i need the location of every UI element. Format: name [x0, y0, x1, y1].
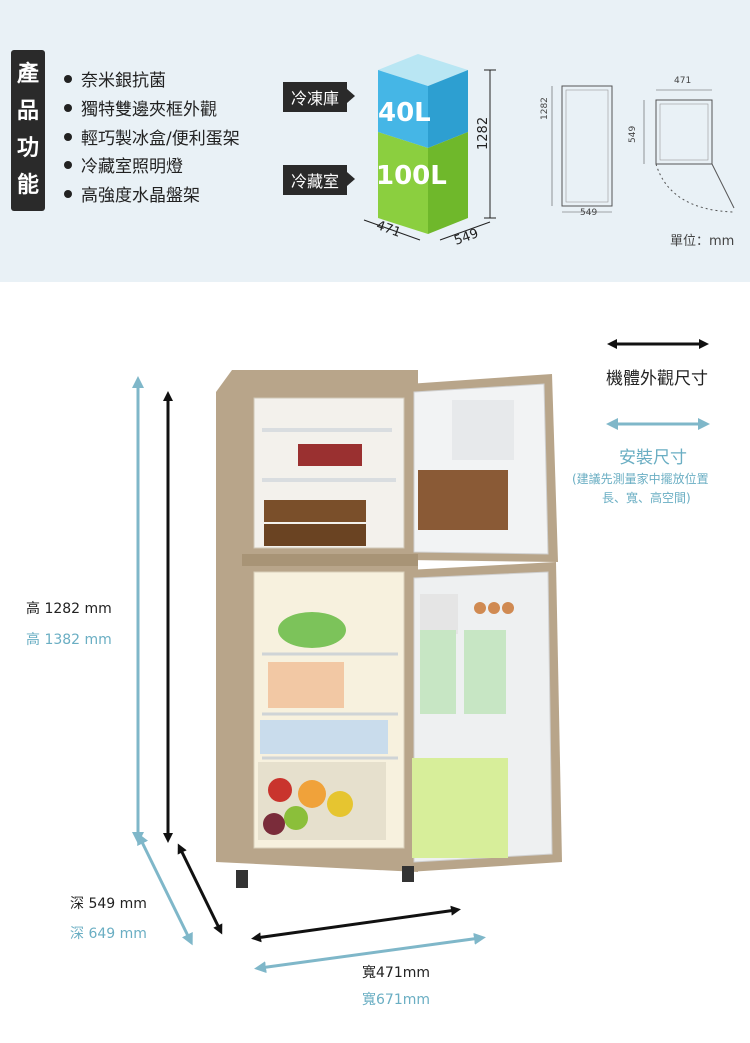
drink-box-icon [268, 662, 344, 708]
dimension-arrows [132, 339, 710, 974]
freezer-label: 冷凍庫 [283, 82, 356, 112]
depth-dim-line [439, 221, 491, 241]
freezer-capacity: 40L [378, 98, 431, 128]
depth-exterior-arrow [177, 843, 223, 935]
legend-install-note-2: 長、寬、高空間) [602, 491, 691, 505]
door-swing-arc [655, 163, 735, 213]
height-exterior-label: 高 1282 mm [26, 601, 112, 617]
drawing-height-label: 1282 [540, 97, 550, 120]
fridge-front-face [378, 132, 428, 234]
feature-item: 冷藏室照明燈 [64, 152, 183, 177]
feature-item: 高強度水晶盤架 [64, 181, 200, 206]
drawing-depth-side-label: 549 [628, 125, 638, 143]
fridge-label: 冷藏室 [283, 165, 356, 195]
width-exterior-label: 寬471mm [362, 965, 430, 981]
width-dim-line [363, 219, 421, 241]
product-features-tag: 產 品 功 能 [11, 50, 45, 211]
depth-exterior-label: 深 549 mm [70, 896, 147, 912]
fridge-side-face [428, 132, 468, 234]
drawing-depth-label: 549 [580, 208, 598, 218]
width-install-arrow [254, 932, 486, 974]
bullet-icon [64, 132, 72, 141]
feature-tag-char: 產 [16, 61, 39, 87]
drawing-width-label: 471 [674, 76, 692, 86]
freezer-front-face [378, 70, 428, 148]
technical-drawing [551, 85, 735, 213]
freezer-side-face [428, 70, 468, 148]
fridge-foot [402, 866, 414, 882]
legend-exterior-label: 機體外觀尺寸 [606, 369, 708, 389]
fridge-capacity: 100L [376, 161, 447, 191]
bullet-icon [64, 103, 72, 112]
refrigerator-illustration [216, 370, 562, 888]
salad-bowl-icon [278, 612, 346, 648]
width-install-label: 寬671mm [362, 992, 430, 1008]
block-top-face [378, 54, 468, 86]
water-bottle-icon [420, 630, 456, 714]
feature-item: 奈米銀抗菌 [64, 66, 166, 91]
feature-tag-char: 功 [16, 136, 39, 162]
water-bottles-icon [260, 720, 388, 754]
legend-install-label: 安裝尺寸 [619, 448, 687, 468]
feature-item: 獨特雙邊夾框外觀 [64, 95, 217, 120]
block-height-label: 1282 [476, 116, 491, 150]
feature-item: 輕巧製冰盒/便利蛋架 [64, 124, 240, 149]
side-view-outline [561, 85, 613, 207]
snack-box-icon [418, 470, 508, 530]
ice-cream-box-icon [264, 524, 366, 546]
freezer-interior [253, 397, 405, 549]
feature-tag-char: 品 [16, 98, 39, 124]
capacity-block-graphic [363, 54, 496, 241]
fridge-foot [236, 870, 248, 888]
door-swing-line [711, 163, 735, 209]
feature-tag-char: 能 [16, 173, 39, 199]
height-install-label: 高 1382 mm [26, 632, 112, 648]
top-view-outline [655, 99, 713, 165]
legend-install-note-1: (建議先測量家中擺放位置 [572, 472, 709, 486]
features-panel [0, 0, 750, 282]
meat-pack-icon [298, 444, 362, 466]
width-exterior-arrow [251, 905, 461, 943]
juice-bottles-icon [412, 758, 508, 858]
ice-cream-box-icon [264, 500, 366, 522]
water-bottle-icon [464, 630, 506, 714]
depth-install-label: 深 649 mm [70, 926, 147, 942]
bullet-icon [64, 160, 72, 169]
unit-label: 單位：mm [670, 234, 735, 249]
bullet-icon [64, 74, 72, 83]
bullet-icon [64, 189, 72, 198]
